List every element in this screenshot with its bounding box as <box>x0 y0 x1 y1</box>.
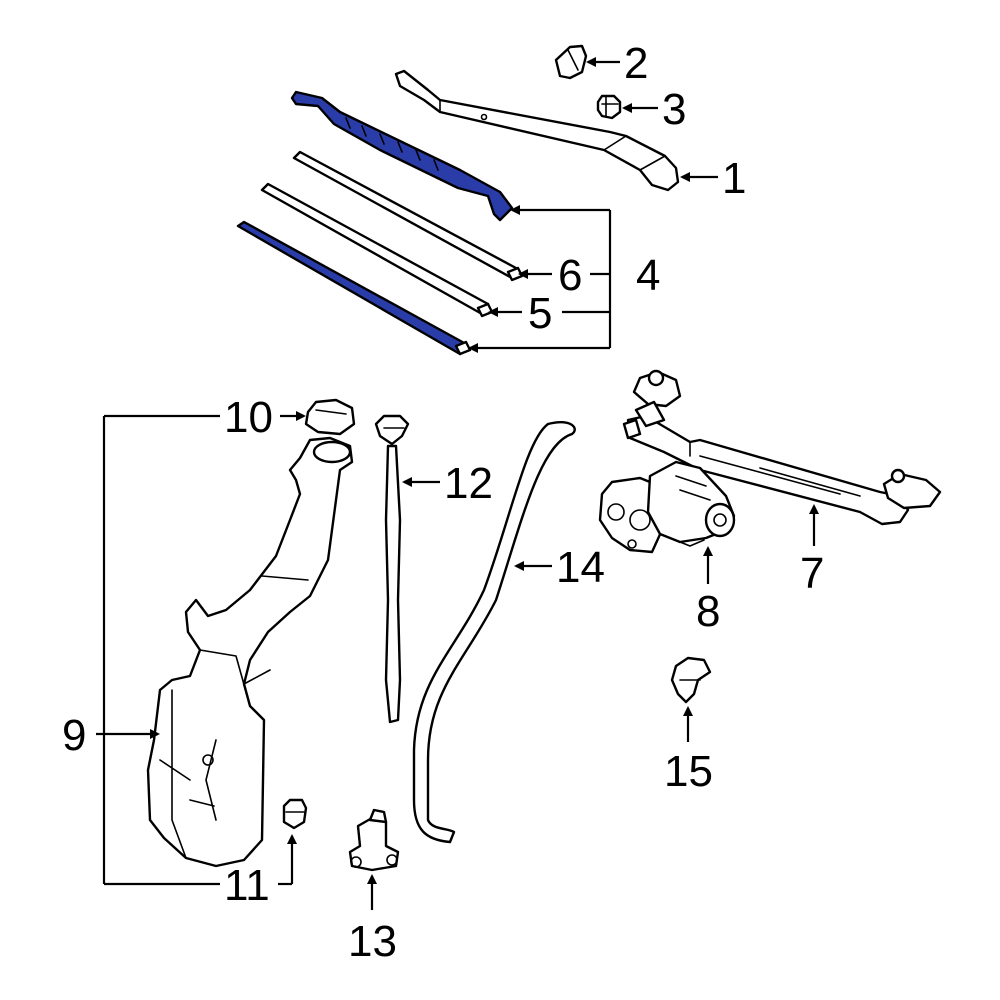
callout-4: 4 <box>636 251 660 300</box>
washer-reservoir[interactable] <box>146 436 354 868</box>
callout-1: 1 <box>722 154 746 203</box>
washer-pump[interactable] <box>348 808 400 872</box>
leader-lines <box>96 57 819 910</box>
pump-grommet[interactable] <box>282 798 308 830</box>
callout-7: 7 <box>800 549 824 598</box>
callout-13: 13 <box>348 917 397 966</box>
callout-2: 2 <box>624 39 648 88</box>
callout-10: 10 <box>224 393 273 442</box>
callout-14: 14 <box>556 543 605 592</box>
callout-15: 15 <box>664 747 713 796</box>
wiper-blade-assembly[interactable] <box>290 90 514 222</box>
arm-nut-cap[interactable] <box>554 44 588 80</box>
wiper-linkage[interactable] <box>622 369 942 526</box>
callout-11: 11 <box>224 861 270 910</box>
washer-nozzle[interactable] <box>670 656 712 704</box>
callout-5: 5 <box>528 289 552 338</box>
callout-3: 3 <box>662 85 686 134</box>
reservoir-filler-cap[interactable] <box>304 398 356 436</box>
wiper-motor[interactable] <box>598 460 736 554</box>
washer-hose[interactable] <box>412 420 576 844</box>
arm-nut[interactable] <box>596 94 622 120</box>
callout-6: 6 <box>558 251 582 300</box>
callout-12: 12 <box>444 459 493 508</box>
callout-9: 9 <box>62 711 86 760</box>
callout-8: 8 <box>696 587 720 636</box>
wiper-arm[interactable] <box>394 69 680 192</box>
level-sensor[interactable] <box>374 414 410 724</box>
